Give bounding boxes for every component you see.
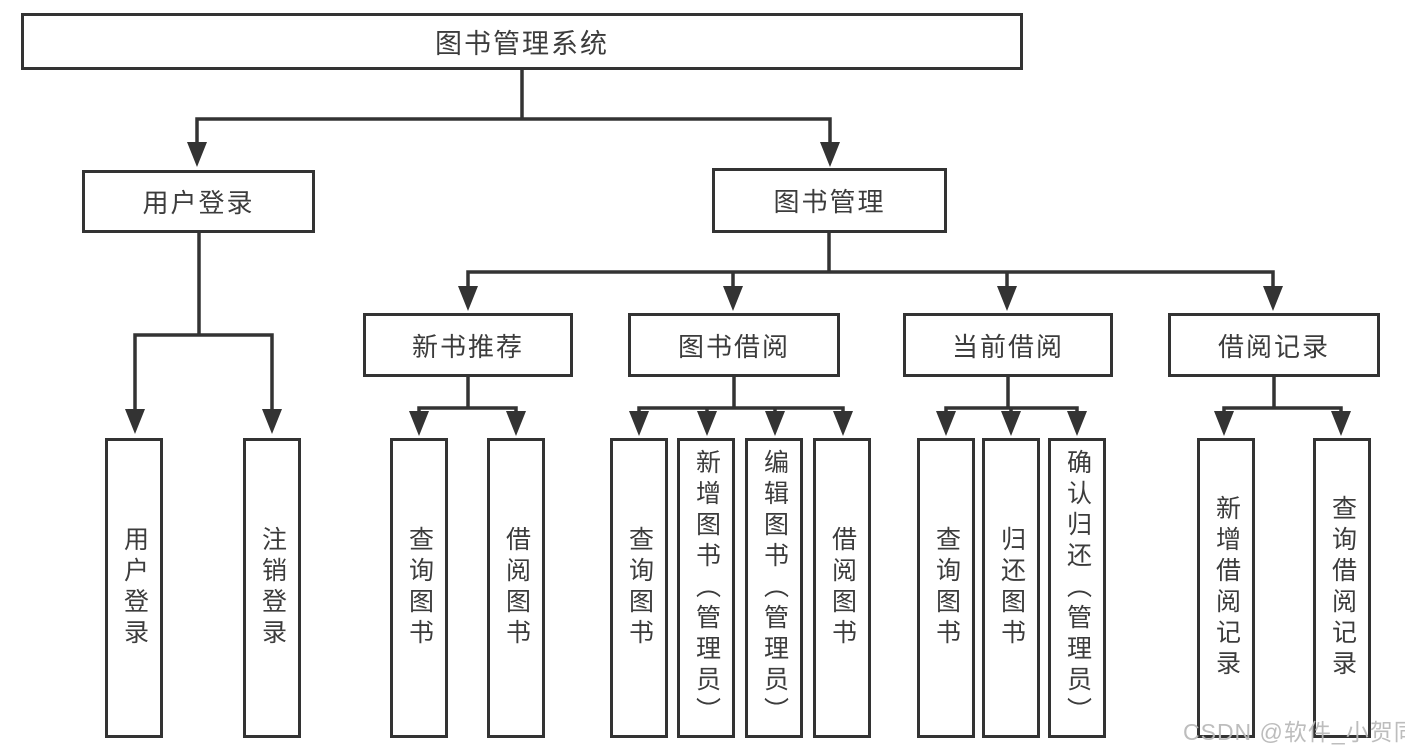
leaf-borrow-books-recommend-label: 借阅图书 [502,526,531,650]
leaf-query-books-current-label: 查询图书 [932,526,961,650]
leaf-query-borrow-record-label: 查询借阅记录 [1328,495,1357,681]
leaf-user-login-label: 用户登录 [120,526,149,650]
node-user-login-label: 用户登录 [142,188,255,218]
leaf-confirm-return-admin: 确认归还（管理员） [1048,438,1106,738]
node-book-borrow-label: 图书借阅 [677,331,790,362]
node-current-borrow-label: 当前借阅 [951,331,1064,362]
leaf-user-login: 用户登录 [105,438,163,738]
node-root-system: 图书管理系统 [21,13,1023,70]
node-new-book-recommend: 新书推荐 [363,313,573,377]
csdn-watermark: CSDN @软件_小贺同学 [1183,719,1405,745]
node-root-label: 图书管理系统 [435,29,609,59]
arrowheads [125,142,1351,436]
node-user-login: 用户登录 [82,170,315,233]
leaf-borrow-books: 借阅图书 [813,438,871,738]
leaf-query-borrow-record: 查询借阅记录 [1313,438,1371,738]
node-book-management: 图书管理 [712,168,947,233]
leaf-logout-label: 注销登录 [258,526,287,650]
leaf-borrow-books-label: 借阅图书 [828,526,857,650]
node-current-borrow: 当前借阅 [903,313,1113,377]
leaf-borrow-books-recommend: 借阅图书 [487,438,545,738]
node-borrow-records-label: 借阅记录 [1217,331,1330,362]
leaf-logout: 注销登录 [243,438,301,738]
leaf-edit-book-admin: 编辑图书（管理员） [745,438,803,738]
leaf-query-books-recommend: 查询图书 [390,438,448,738]
leaf-edit-book-admin-label: 编辑图书（管理员） [760,448,789,728]
leaf-return-book: 归还图书 [982,438,1040,738]
leaf-add-book-admin-label: 新增图书（管理员） [692,448,721,728]
leaf-add-borrow-record-label: 新增借阅记录 [1212,495,1241,681]
node-borrow-records: 借阅记录 [1168,313,1380,377]
leaf-add-borrow-record: 新增借阅记录 [1197,438,1255,738]
leaf-query-books-current: 查询图书 [917,438,975,738]
node-new-book-recommend-label: 新书推荐 [411,331,524,362]
leaf-query-books-borrow-label: 查询图书 [625,526,654,650]
leaf-add-book-admin: 新增图书（管理员） [677,438,735,738]
leaf-return-book-label: 归还图书 [997,526,1026,650]
leaf-query-books-borrow: 查询图书 [610,438,668,738]
leaf-confirm-return-admin-label: 确认归还（管理员） [1063,448,1092,728]
node-book-management-label: 图书管理 [773,187,886,217]
leaf-query-books-recommend-label: 查询图书 [405,526,434,650]
node-book-borrow: 图书借阅 [628,313,840,377]
